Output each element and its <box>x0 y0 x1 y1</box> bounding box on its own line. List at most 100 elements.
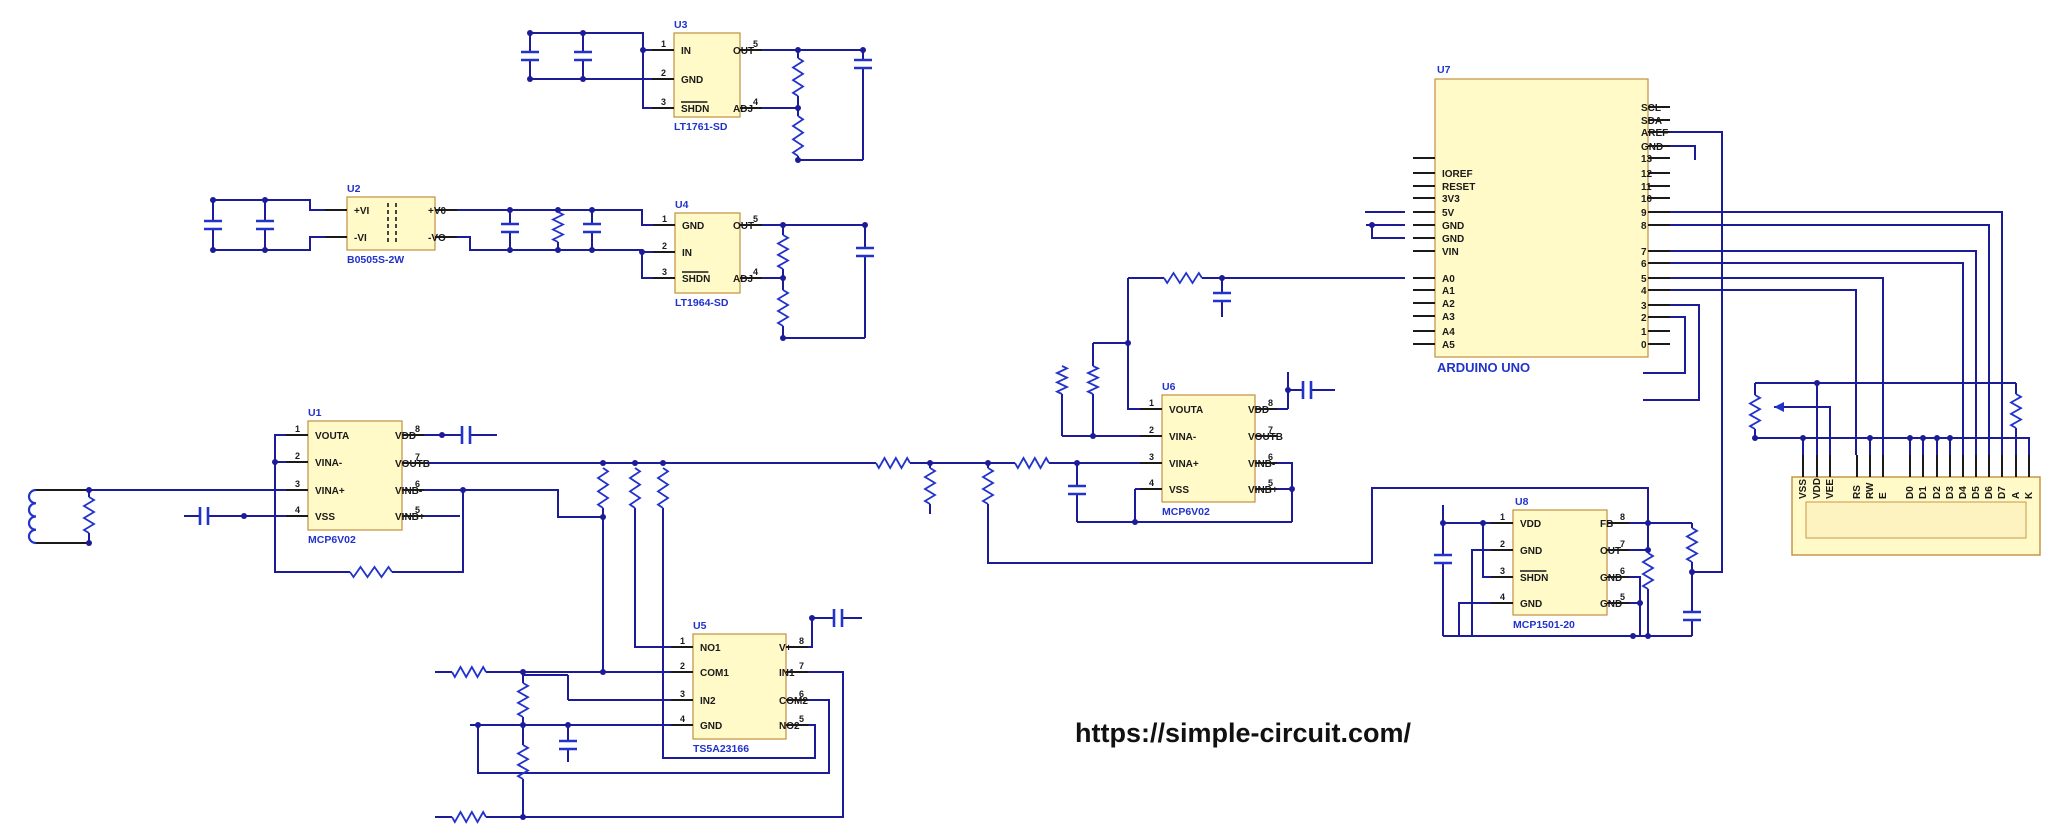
ic-u8: U8MCP1501-201VDD2GND3SHDN4GND8FB7OUT6GND… <box>1491 496 1629 631</box>
svg-text:VEE: VEE <box>1825 479 1836 499</box>
capacitor-C3 <box>256 200 274 250</box>
resistor-R16 <box>923 467 937 505</box>
svg-text:D6: D6 <box>1984 486 1995 499</box>
junction-dot <box>640 47 646 53</box>
svg-text:VINB+: VINB+ <box>1248 485 1278 496</box>
junction-dot <box>632 460 638 466</box>
resistor-R7 <box>550 211 566 243</box>
svg-text:VSS: VSS <box>1798 479 1809 499</box>
resistor-R15 <box>875 456 911 470</box>
svg-text:3: 3 <box>1500 566 1505 576</box>
junction-dot <box>639 249 645 255</box>
svg-text:3: 3 <box>661 97 666 107</box>
junction-dot <box>1125 340 1131 346</box>
resistor-R13 <box>791 57 805 97</box>
svg-text:D4: D4 <box>1958 486 1969 499</box>
svg-text:A0: A0 <box>1442 274 1455 285</box>
junction-dot <box>1645 520 1651 526</box>
svg-text:GND: GND <box>681 75 703 86</box>
resistor-R1 <box>82 496 96 534</box>
capacitor-C6 <box>521 33 539 79</box>
ic-part-name: B0505S-2W <box>347 254 404 266</box>
capacitor-C4 <box>442 426 497 444</box>
svg-text:6: 6 <box>1620 566 1625 576</box>
svg-text:IN: IN <box>682 248 692 259</box>
svg-text:ADJ: ADJ <box>733 274 753 285</box>
svg-text:D5: D5 <box>1971 486 1982 499</box>
svg-text:VINA+: VINA+ <box>315 486 345 497</box>
resistor-R22 <box>1641 552 1655 590</box>
junction-dot <box>1752 435 1758 441</box>
capacitor-C13 <box>1068 463 1086 522</box>
svg-text:GND: GND <box>1442 234 1464 245</box>
svg-text:COM2: COM2 <box>779 696 808 707</box>
junction-dot <box>1630 633 1636 639</box>
resistor-R12 <box>776 289 790 327</box>
capacitor-C10 <box>812 609 862 627</box>
svg-text:SCL: SCL <box>1641 103 1661 114</box>
ic-ref: U7 <box>1437 64 1451 76</box>
svg-text:1: 1 <box>661 39 666 49</box>
svg-text:5: 5 <box>1268 478 1273 488</box>
resistor-R4 <box>451 810 487 824</box>
capacitor-C16 <box>1434 523 1452 636</box>
svg-text:E: E <box>1878 492 1889 499</box>
svg-text:3: 3 <box>662 267 667 277</box>
svg-text:6: 6 <box>1641 259 1647 270</box>
ic-part-name: MCP6V02 <box>308 534 356 546</box>
svg-text:5: 5 <box>1641 274 1647 285</box>
svg-text:1: 1 <box>680 636 685 646</box>
capacitor-C17 <box>1683 572 1701 636</box>
website-url-label: https://simple-circuit.com/ <box>1075 718 1412 748</box>
capacitor-C1 <box>184 507 244 525</box>
svg-text:4: 4 <box>1149 478 1154 488</box>
svg-text:VINA+: VINA+ <box>1169 459 1199 470</box>
ic-ref: U6 <box>1162 381 1176 393</box>
svg-text:4: 4 <box>753 267 758 277</box>
svg-text:A1: A1 <box>1442 286 1455 297</box>
svg-text:RW: RW <box>1865 482 1876 499</box>
svg-text:7: 7 <box>415 452 420 462</box>
resistor-R11 <box>776 234 790 270</box>
junction-dot <box>780 275 786 281</box>
svg-text:2: 2 <box>1149 425 1154 435</box>
transformer-t1 <box>27 488 37 545</box>
junction-dot <box>600 669 606 675</box>
svg-text:8: 8 <box>1641 221 1647 232</box>
ic-ref: U3 <box>674 19 688 31</box>
ic-part-name: TS5A23166 <box>693 743 749 755</box>
svg-text:1: 1 <box>1641 327 1647 338</box>
svg-text:VDD: VDD <box>395 431 416 442</box>
svg-text:7: 7 <box>1268 425 1273 435</box>
junction-dot <box>272 459 278 465</box>
ic-part-name: ARDUINO UNO <box>1437 360 1530 375</box>
capacitor-C15 <box>1288 381 1335 399</box>
svg-text:-VI: -VI <box>354 233 367 244</box>
ic-u5: U5TS5A231661NO12COM13IN24GND8V+7IN16COM2… <box>671 620 808 755</box>
ic-ref: U5 <box>693 620 707 632</box>
svg-text:2: 2 <box>662 241 667 251</box>
svg-text:VINB-: VINB- <box>395 486 422 497</box>
junction-dot <box>86 487 92 493</box>
svg-text:A3: A3 <box>1442 312 1455 323</box>
svg-text:D2: D2 <box>1932 486 1943 499</box>
junction-dot <box>1867 435 1873 441</box>
svg-text:8: 8 <box>415 424 420 434</box>
capacitor-C9 <box>583 210 601 250</box>
svg-text:3V3: 3V3 <box>1442 194 1460 205</box>
junction-dot <box>1920 435 1926 441</box>
svg-text:7: 7 <box>1641 247 1647 258</box>
svg-text:VOUTA: VOUTA <box>315 431 349 442</box>
svg-text:VOUTB: VOUTB <box>1248 432 1283 443</box>
resistor-R18 <box>1014 456 1050 470</box>
svg-text:8: 8 <box>799 636 804 646</box>
svg-text:D7: D7 <box>1997 486 2008 499</box>
svg-text:1: 1 <box>295 424 300 434</box>
svg-text:GND: GND <box>1520 599 1542 610</box>
svg-text:10: 10 <box>1641 194 1653 205</box>
junction-dot <box>520 814 526 820</box>
junction-dot <box>520 722 526 728</box>
svg-text:6: 6 <box>415 479 420 489</box>
